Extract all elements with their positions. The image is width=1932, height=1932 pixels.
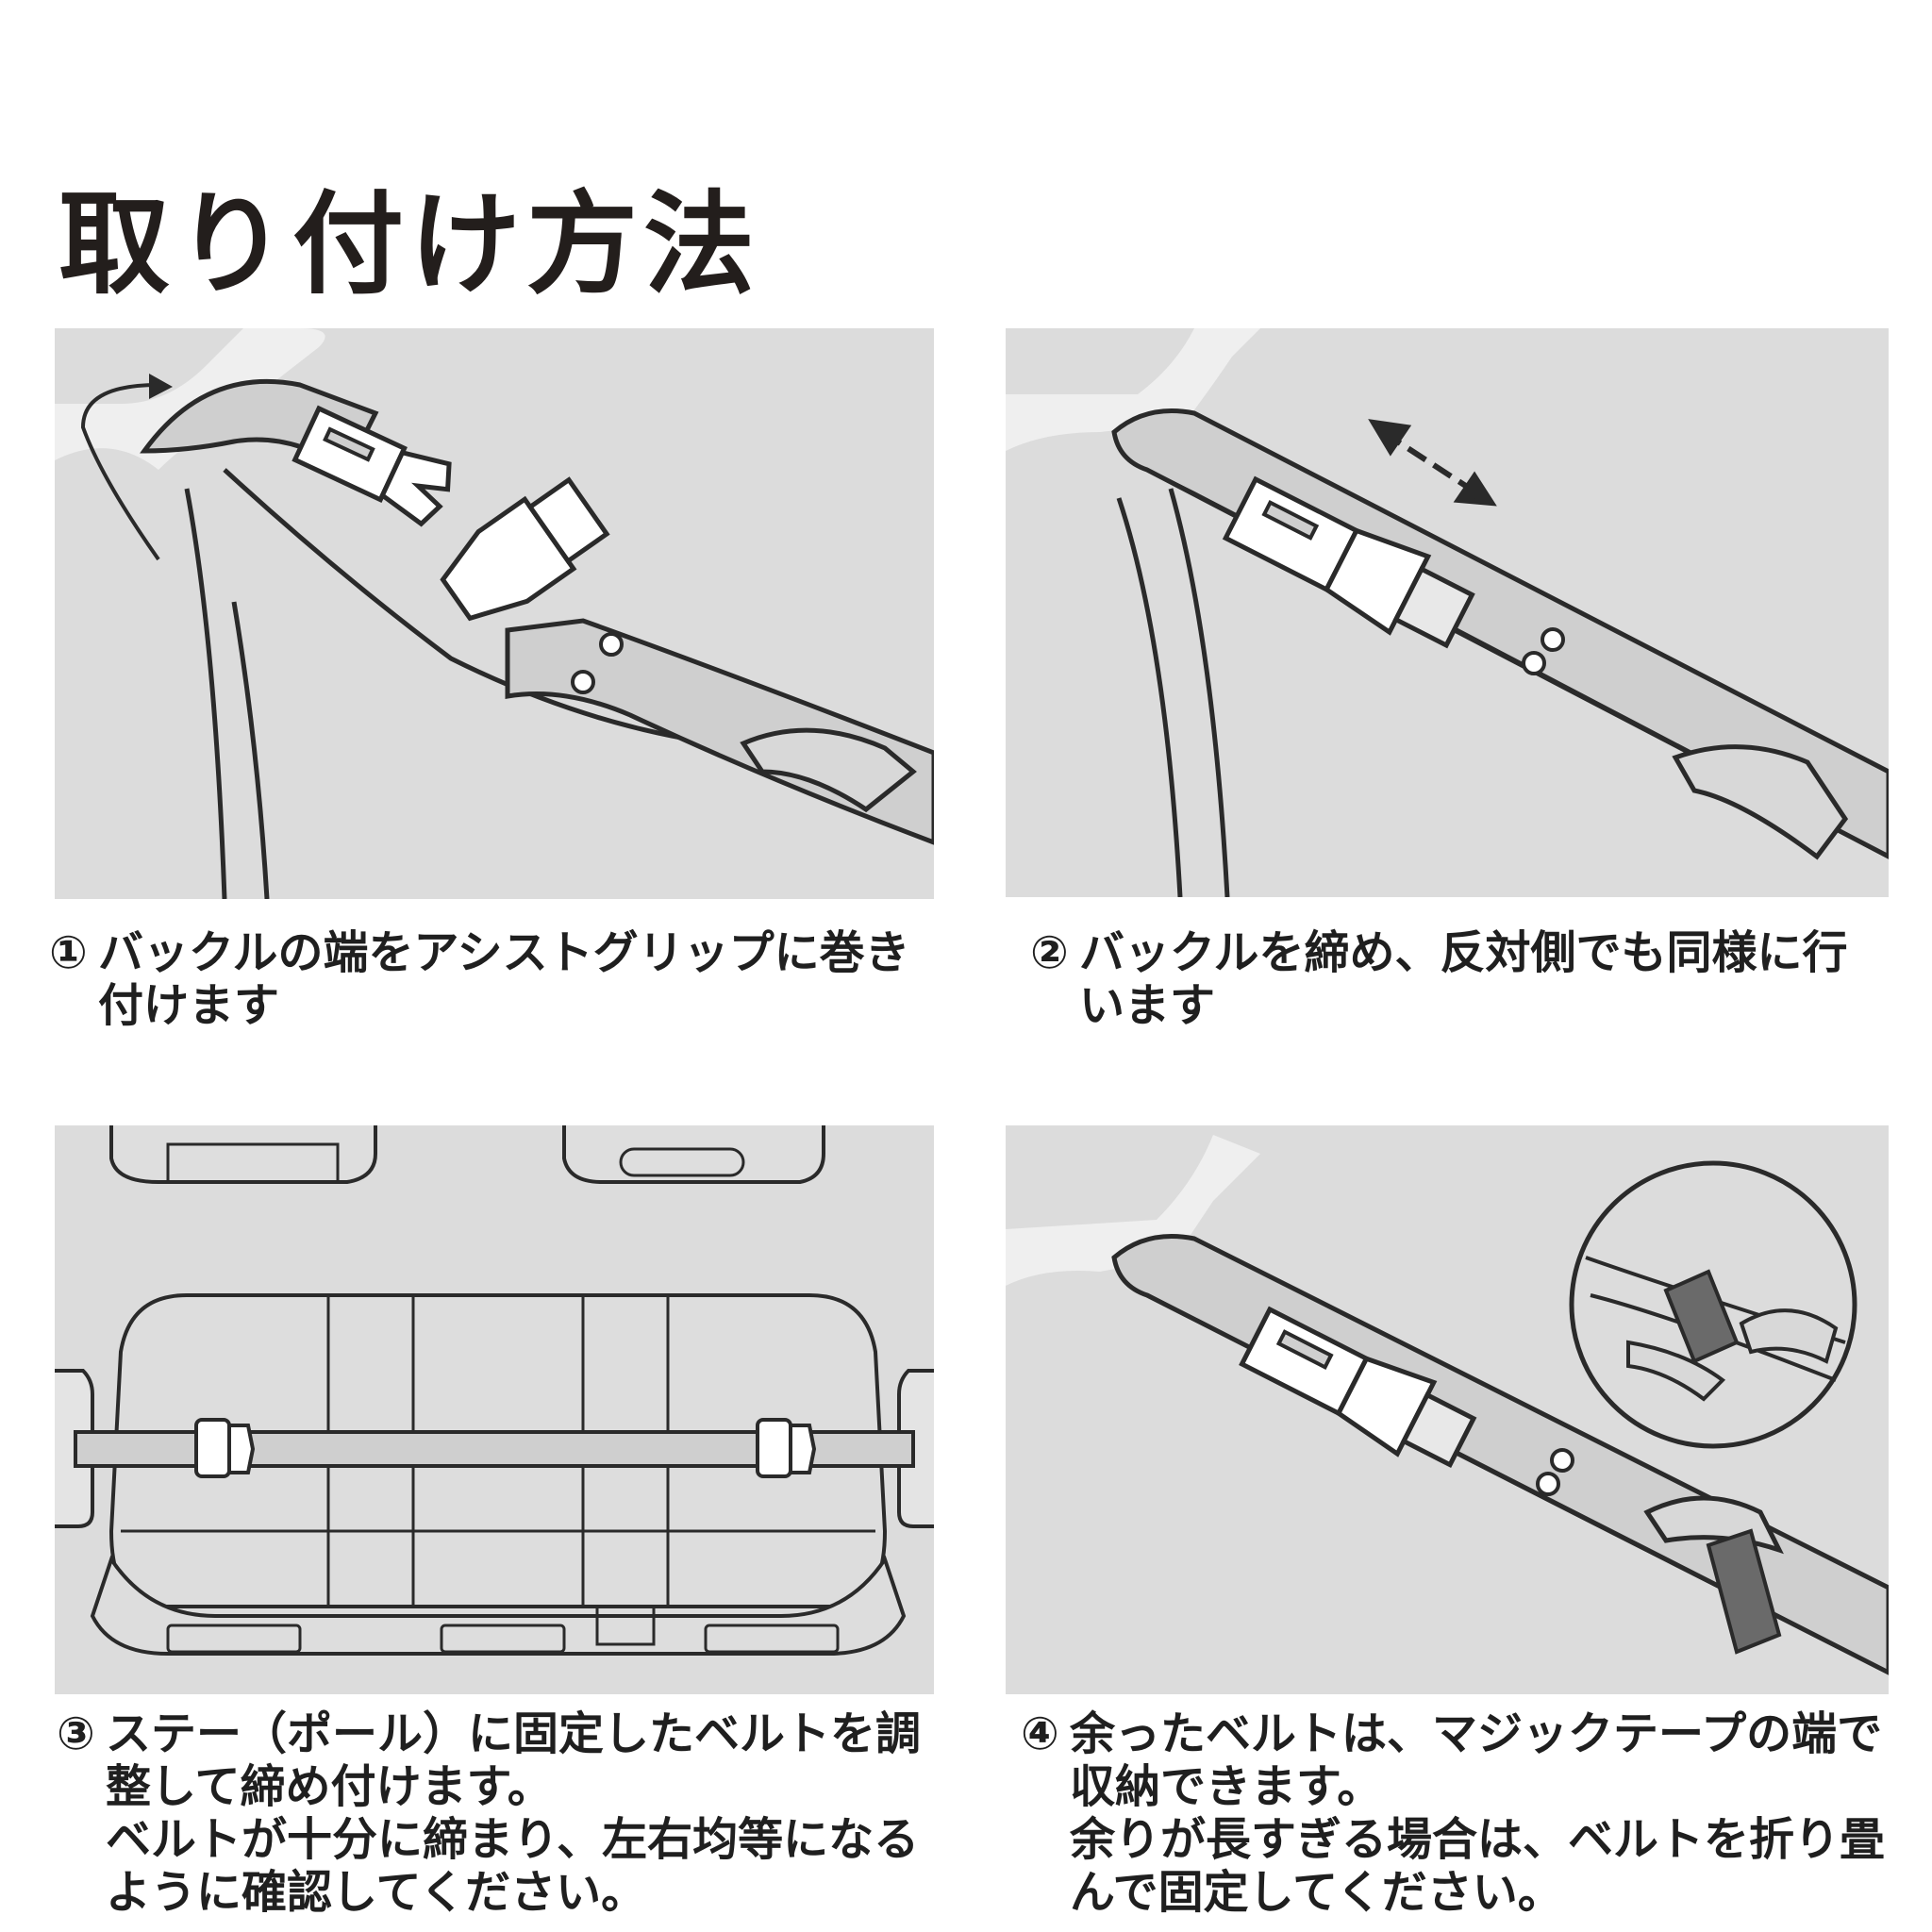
step-3-number: ③ <box>57 1707 95 1760</box>
rotate-arrow-icon <box>80 374 173 561</box>
page-title: 取り付け方法 <box>58 179 761 309</box>
step-4-line-2: 収納できます。 <box>1070 1760 1383 1813</box>
magnifier-circle-icon <box>1569 1160 1857 1449</box>
step-1-number: ① <box>49 926 88 979</box>
step-4-illustration <box>1006 1125 1889 1694</box>
step-3-line-1: ステー（ポール）に固定したベルトを調 <box>106 1707 922 1760</box>
step-2-line-2: います <box>1079 979 1216 1032</box>
buckle-left <box>194 1418 256 1478</box>
buckle <box>1239 1306 1477 1469</box>
step-3-line-2: 整して締め付けます。 <box>106 1760 553 1813</box>
step-4-line-1: 余ったベルトは、マジックテープの端で <box>1070 1707 1883 1760</box>
buckle-female <box>440 476 610 622</box>
step-2-illustration <box>1006 328 1889 897</box>
step-2-number: ② <box>1030 926 1069 979</box>
buckle-right <box>756 1418 817 1478</box>
buckle-male <box>291 405 452 527</box>
buckle <box>1222 475 1475 649</box>
step-4-number: ④ <box>1021 1707 1059 1760</box>
step-3-illustration <box>55 1125 934 1694</box>
velcro-band <box>1706 1528 1782 1655</box>
step-2-line-1: バックルを締め、反対側でも同様に行 <box>1079 926 1848 979</box>
step-4-line-3: 余りが長すぎる場合は、ベルトを折り畳 <box>1070 1813 1886 1866</box>
double-arrow-icon <box>1368 419 1497 507</box>
step-1-illustration <box>55 328 934 899</box>
step-3-line-4: ように確認してください。 <box>106 1866 647 1919</box>
step-3-line-3: ベルトが十分に締まり、左右均等になる <box>106 1813 920 1866</box>
step-4-line-4: んで固定してください。 <box>1070 1866 1563 1919</box>
step-1-line-1: バックルの端をアシストグリップに巻き <box>98 926 910 979</box>
step-1-line-2: 付けます <box>98 979 280 1032</box>
